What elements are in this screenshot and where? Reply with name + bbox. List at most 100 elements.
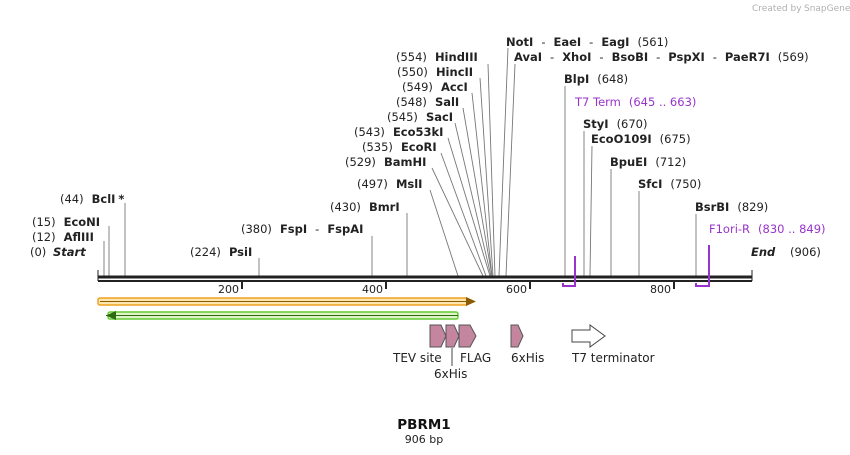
site-label-avai[interactable]: AvaI-XhoI-BsoBI-PspXI-PaeR7I(569) [514, 50, 809, 64]
site-label-part: BclI [92, 192, 116, 206]
flag-arrow [458, 324, 477, 348]
site-label-psii[interactable]: (224)PsiI [190, 245, 252, 259]
site-label-part: - [589, 35, 593, 49]
site-label-part: (645 .. 663) [629, 95, 697, 109]
feature-flag[interactable] [458, 324, 477, 348]
site-label-part: (548) [396, 95, 427, 109]
site-label-part: (712) [655, 155, 686, 169]
site-label-part: (830 .. 849) [758, 222, 826, 236]
site-label-part: BlpI [564, 72, 589, 86]
site-label-part: AflIII [64, 230, 94, 244]
site-label-part: BpuEI [610, 155, 647, 169]
site-leader-lines [103, 47, 697, 277]
site-leader-line [505, 63, 516, 277]
snapgene-watermark: Created by SnapGene [752, 4, 850, 14]
site-leader-line [462, 107, 493, 277]
feature-label-t7-terminator: T7 terminator [571, 351, 655, 365]
site-leader-line [471, 92, 493, 277]
orf-reverse-arrowhead [106, 311, 116, 320]
site-label-part: XhoI [562, 50, 591, 64]
site-label-hindiii[interactable]: (554)HindIII [396, 50, 478, 64]
site-label-part: Eco53kI [393, 125, 444, 139]
tick-label-600: 600 [506, 283, 527, 296]
site-label-part: AvaI [514, 50, 542, 64]
site-label-bamhi[interactable]: (529) BamHI [345, 155, 426, 169]
site-leader-line [429, 189, 459, 277]
site-label-msli[interactable]: (497)MslI [357, 177, 422, 191]
site-label-styi[interactable]: StyI(670) [583, 117, 648, 131]
site-label-part: (529) [345, 155, 376, 169]
site-label-part: - [541, 35, 545, 49]
site-label-part: (12) [32, 230, 56, 244]
site-leader-line [447, 137, 491, 277]
6xhis-1-arrow [445, 324, 460, 348]
site-label-part: FspI [280, 222, 307, 236]
site-label-bcli[interactable]: (44)BclI* [60, 192, 124, 206]
site-leader-line [454, 122, 492, 277]
site-label-econi[interactable]: (15)EcoNI [32, 215, 100, 229]
site-leader-line [431, 167, 484, 277]
site-label-blpi[interactable]: BlpI(648) [564, 72, 628, 86]
site-label-part: (380) [241, 222, 272, 236]
site-label-hincii[interactable]: (550)HincII [397, 65, 473, 79]
site-label-part: SacI [426, 110, 453, 124]
start-label: Start [53, 245, 86, 259]
site-label-part: HindIII [435, 50, 478, 64]
site-label-part: (545) [387, 110, 418, 124]
site-label-part: EaeI [553, 35, 581, 49]
feature-label-tev: TEV site [392, 351, 442, 365]
orf-reverse[interactable] [106, 311, 459, 320]
site-label-part: (550) [397, 65, 428, 79]
feature-label-t7term[interactable]: T7 Term (645 .. 663) [574, 95, 696, 109]
site-label-part: (561) [637, 35, 668, 49]
site-label-part: (675) [660, 132, 691, 146]
t7term-bracket[interactable] [562, 256, 576, 287]
site-label-fspi[interactable]: (380)FspI-FspAI [241, 222, 363, 236]
site-label-part: (535) [362, 140, 393, 154]
site-label-part: (224) [190, 245, 221, 259]
site-label-saci[interactable]: (545) SacI [387, 110, 453, 124]
orf-forward[interactable] [97, 297, 476, 306]
site-label-part: PspXI [668, 50, 704, 64]
site-label-part: NotI [506, 35, 533, 49]
site-label-part: BsoBI [612, 50, 649, 64]
sequence-backbone [97, 270, 753, 282]
site-labels: (0) Start End (906) (44)BclI* (15)EcoNI … [30, 35, 826, 259]
t7-terminator-arrow [571, 324, 606, 348]
site-label-part: StyI [583, 117, 609, 131]
site-label-part: - [713, 50, 717, 64]
site-label-part: (829) [737, 200, 768, 214]
tick-label-200: 200 [218, 283, 239, 296]
site-label-aflIII[interactable]: (12) AflIII [32, 230, 94, 244]
site-label-ecoo109i[interactable]: EcoO109I (675) [591, 132, 691, 146]
site-label-bmri[interactable]: (430) BmrI [330, 200, 400, 214]
site-label-part: (430) [330, 200, 361, 214]
feature-label-f1ori[interactable]: F1ori-R(830 .. 849) [709, 222, 826, 236]
site-label-part: BamHI [384, 155, 426, 169]
site-label-part: T7 Term [574, 95, 621, 109]
end-label: End [751, 245, 776, 259]
site-label-bsrbi[interactable]: BsrBI(829) [695, 200, 768, 214]
feature-6xhis-1[interactable] [445, 324, 460, 348]
site-label-part: BmrI [369, 200, 400, 214]
start-position: (0) [30, 245, 46, 259]
site-label-noti[interactable]: NotI-EaeI-EagI(561) [506, 35, 668, 49]
site-label-part: (15) [32, 215, 56, 229]
feature-t7-terminator[interactable] [571, 324, 606, 348]
site-label-bpuei[interactable]: BpuEI (712) [610, 155, 686, 169]
site-label-part: (750) [670, 177, 701, 191]
site-label-ecori[interactable]: (535)EcoRI [362, 140, 437, 154]
site-label-part: SalI [435, 95, 459, 109]
site-label-sfci[interactable]: SfcI(750) [638, 177, 701, 191]
site-label-part: EcoO109I [591, 132, 652, 146]
site-leader-line [498, 47, 509, 277]
feature-tev-site[interactable] [429, 324, 447, 348]
site-label-acci[interactable]: (549)AccI [402, 80, 468, 94]
site-label-part: (549) [402, 80, 433, 94]
site-label-sali[interactable]: (548) SalI [396, 95, 459, 109]
feature-6xhis-2[interactable] [510, 324, 524, 348]
sequence-length: 906 bp [405, 433, 443, 446]
f1ori-bracket[interactable] [695, 245, 710, 287]
site-label-eco53ki[interactable]: (543)Eco53kI [354, 125, 443, 139]
